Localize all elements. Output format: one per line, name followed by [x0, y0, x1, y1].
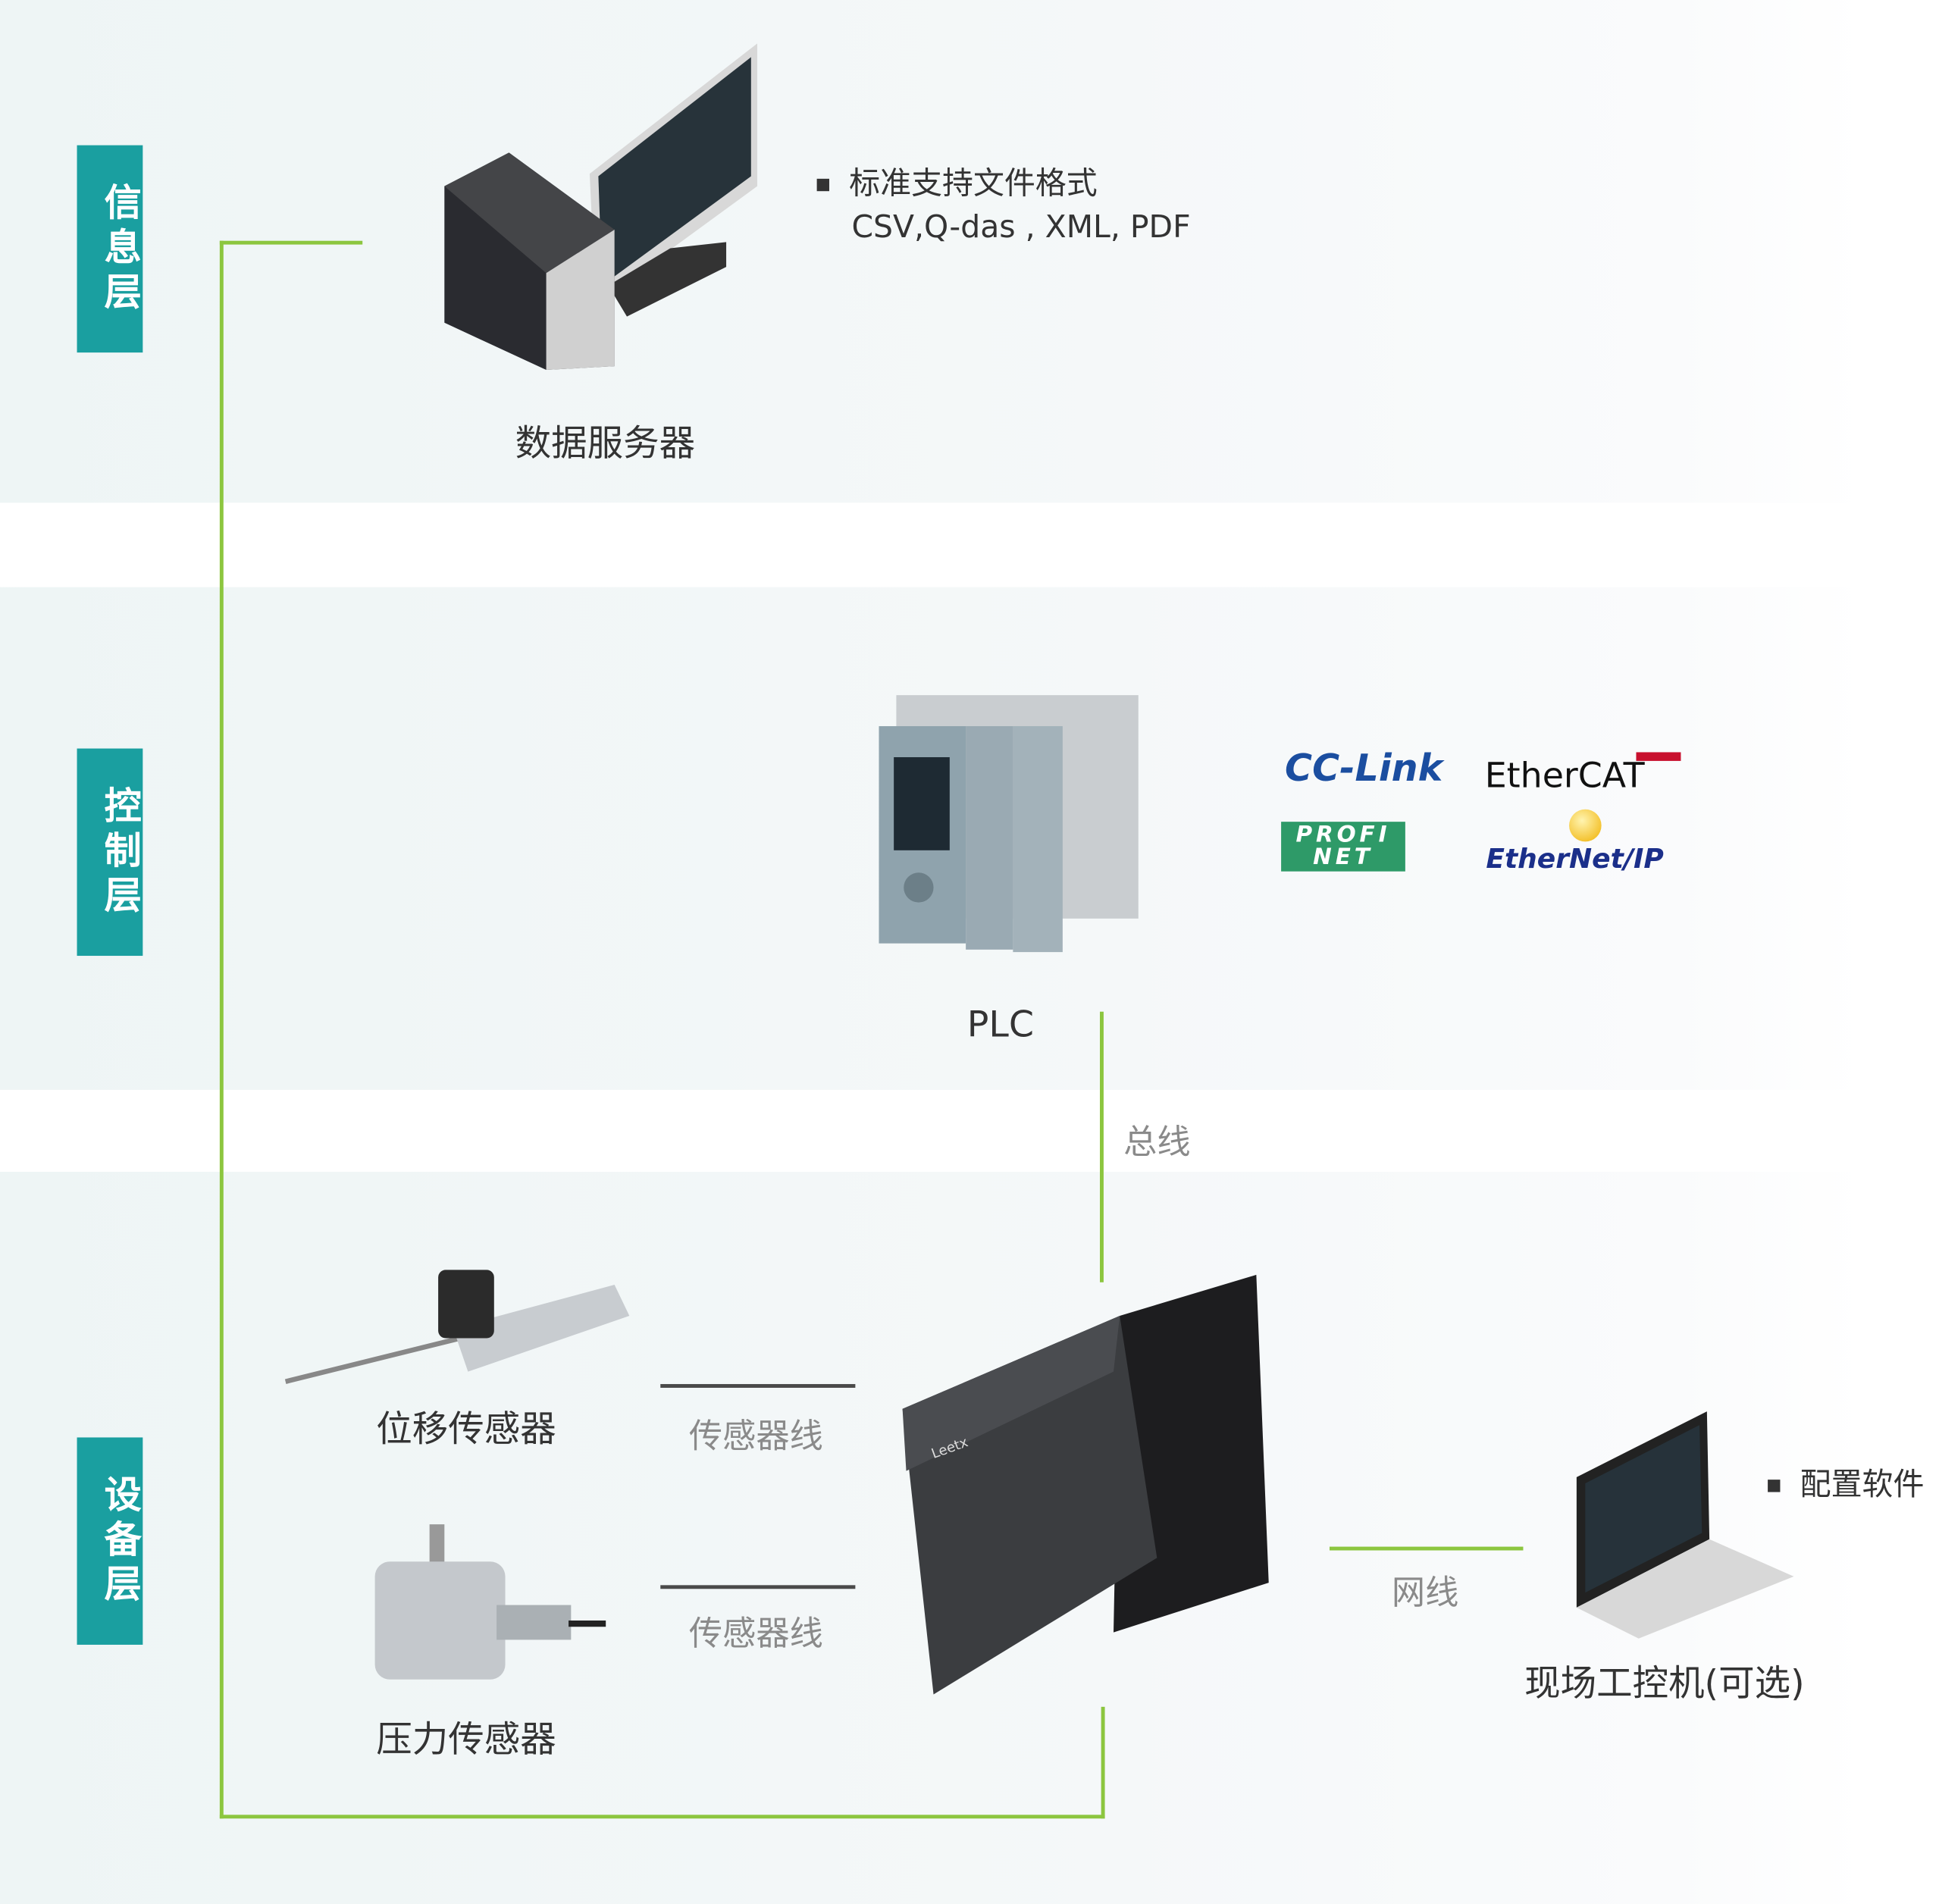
plc-device-icon: [879, 695, 1139, 953]
main-vertical-line: [219, 240, 224, 1819]
info-layer-band: [0, 0, 1862, 503]
sensor-cable-line-2: [660, 1585, 856, 1589]
server-bullet-title: 标准支持文件格式: [816, 159, 1098, 204]
info-layer-label: 信息层: [77, 145, 143, 353]
ethernet-ip-logo: EtherNet/IP: [1486, 844, 1664, 875]
profinet-logo: PROFINET: [1281, 822, 1405, 872]
sensor-cable-line-1: [660, 1384, 856, 1388]
network-label: 网线: [1391, 1574, 1459, 1613]
server-label: 数据服务器: [515, 421, 696, 465]
sensor-cable-label-1: 传感器线: [688, 1417, 823, 1457]
cc-link-logo: CC-Link: [1285, 747, 1443, 791]
server-file-formats: CSV,Q-das , XML, PDF: [851, 208, 1191, 245]
bottom-connector-line: [219, 1815, 1105, 1819]
displacement-sensor-label: 位移传感器: [376, 1408, 556, 1450]
server-computer-icon: [444, 43, 757, 371]
server-connector-line: [219, 240, 363, 245]
bus-label: 总线: [1123, 1123, 1191, 1162]
ethernet-ip-globe-icon: [1569, 809, 1602, 842]
device-layer-label: 设备层: [77, 1437, 143, 1645]
bullet-square-icon: [816, 178, 829, 192]
plc-label: PLC: [966, 1003, 1035, 1045]
bullet-square-icon: [1768, 1480, 1781, 1492]
ethercat-logo: EtherCAT: [1484, 754, 1645, 796]
ipc-bullet: 配置软件: [1768, 1460, 1924, 1505]
pressure-sensor-icon: [374, 1524, 606, 1680]
laptop-ipc-icon: [1576, 1411, 1794, 1639]
network-line: [1329, 1546, 1524, 1551]
sensor-cable-label-2: 传感器线: [688, 1614, 823, 1654]
ethercat-arrow-icon: [1636, 752, 1681, 761]
pressure-sensor-label: 压力传感器: [376, 1718, 556, 1761]
control-layer-label: 控制层: [77, 748, 143, 957]
bus-line: [1100, 1011, 1104, 1282]
ipc-label: 现场工控机(可选): [1524, 1661, 1805, 1705]
panel-controller-device-icon: Leetx: [902, 1274, 1269, 1695]
displacement-sensor-icon: [284, 1270, 630, 1384]
device-bottom-line: [1101, 1706, 1105, 1819]
